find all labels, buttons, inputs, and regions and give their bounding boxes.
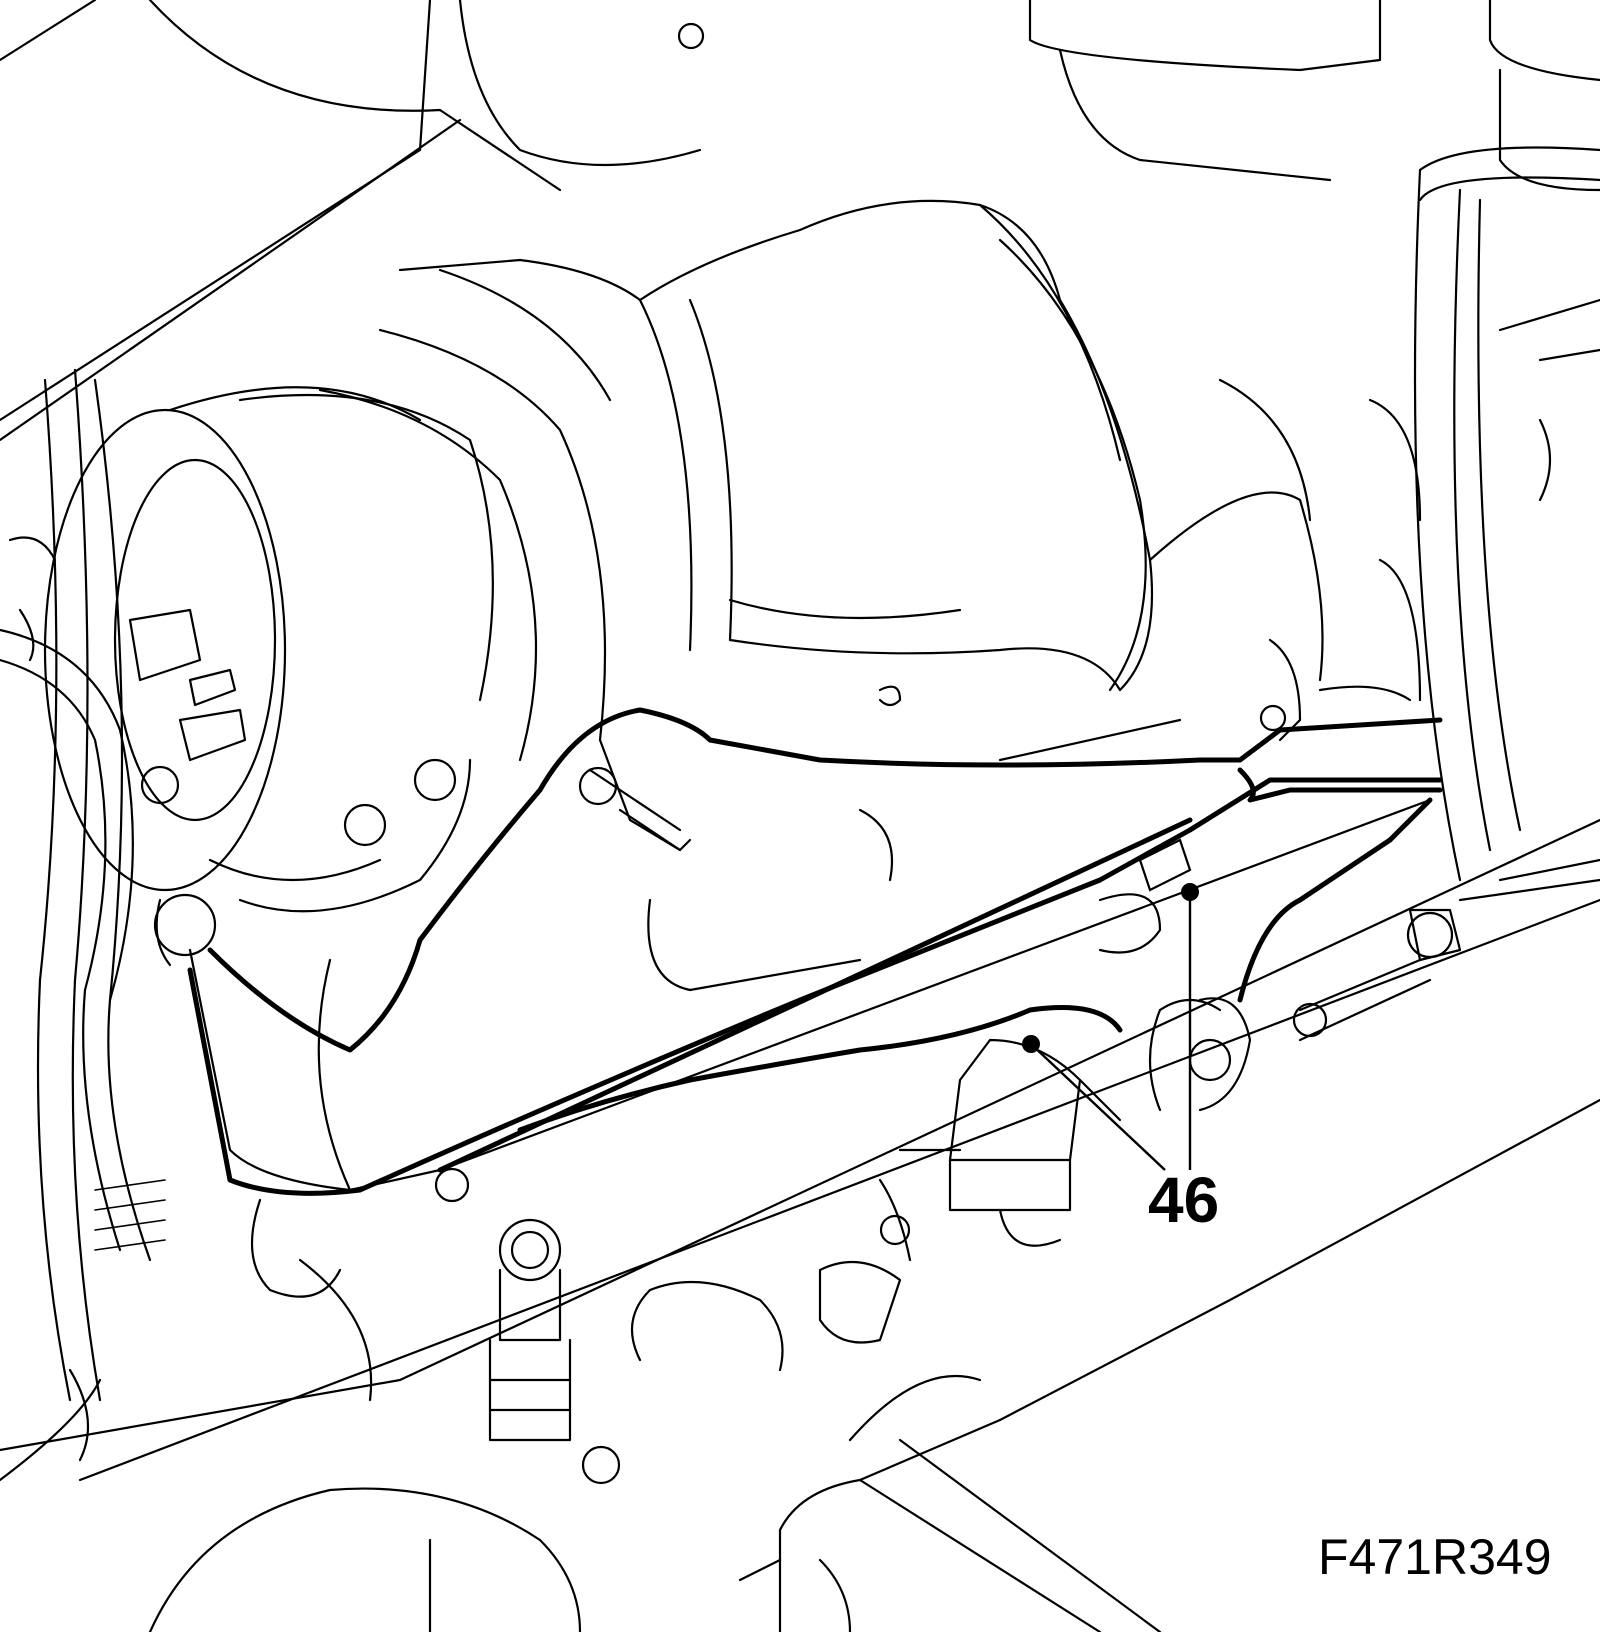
pulley-assembly: [43, 268, 612, 967]
wiring-harness: [187, 707, 1443, 1196]
callout-label: 46: [1148, 1164, 1220, 1236]
left-tubes: [0, 368, 166, 1402]
bracket-housing: [188, 718, 1432, 1192]
callout-leaders: [1030, 892, 1192, 1171]
figure-id: F471R349: [1318, 1529, 1552, 1585]
right-components: [1148, 146, 1600, 1112]
lower-components: [0, 818, 1600, 1632]
exhaust-cylinder: [398, 199, 1324, 742]
background-structure: [0, 0, 1600, 442]
